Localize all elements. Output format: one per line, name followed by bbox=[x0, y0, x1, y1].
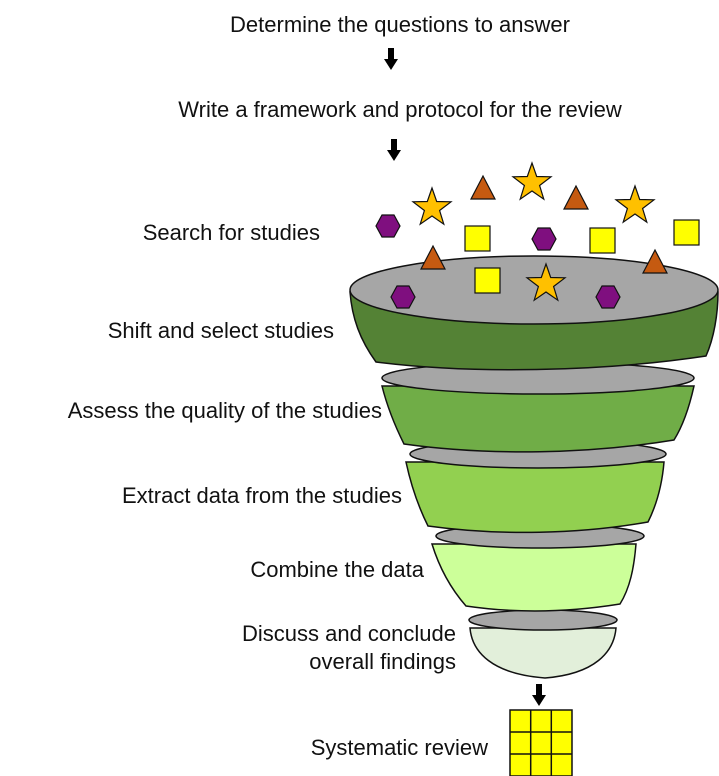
triangle-icon bbox=[642, 248, 668, 274]
star-icon bbox=[411, 186, 453, 226]
step-framework-label: Write a framework and protocol for the r… bbox=[178, 97, 622, 122]
step-discuss-label-line1: Discuss and conclude bbox=[241, 621, 456, 646]
step-combine-label: Combine the data bbox=[250, 557, 424, 582]
funnel-rim-top bbox=[349, 255, 719, 325]
step-extract-label: Extract data from the studies bbox=[121, 483, 402, 508]
hexagon-icon bbox=[375, 214, 401, 238]
square-icon bbox=[673, 219, 700, 246]
step-shift-label: Shift and select studies bbox=[107, 318, 334, 343]
step-discuss-label-line2: overall findings bbox=[309, 649, 456, 674]
hexagon-icon bbox=[531, 227, 557, 251]
triangle-icon bbox=[563, 184, 589, 210]
step-assess-label: Assess the quality of the studies bbox=[67, 398, 382, 423]
square-icon bbox=[464, 225, 491, 252]
star-icon bbox=[511, 161, 553, 201]
triangle-icon bbox=[470, 174, 496, 200]
funnel-band-combine bbox=[430, 543, 637, 612]
step-search-label: Search for studies bbox=[142, 220, 320, 245]
funnel-band-extract bbox=[405, 461, 665, 534]
arrow-down-icon bbox=[384, 48, 398, 70]
arrow-down-icon bbox=[387, 139, 401, 161]
hexagon-icon bbox=[390, 285, 416, 309]
hexagon-icon bbox=[595, 285, 621, 309]
result-label: Systematic review bbox=[310, 735, 488, 760]
square-icon bbox=[589, 227, 616, 254]
arrow-down-icon bbox=[532, 684, 546, 706]
funnel-icon bbox=[349, 255, 719, 679]
funnel-rim-discuss bbox=[468, 609, 618, 631]
star-icon bbox=[614, 184, 656, 224]
funnel-band-discuss bbox=[469, 627, 617, 679]
funnel-band-assess bbox=[381, 385, 695, 453]
square-icon bbox=[474, 267, 501, 294]
step-determine-label: Determine the questions to answer bbox=[230, 12, 570, 37]
grid-icon bbox=[509, 709, 573, 776]
triangle-icon bbox=[420, 244, 446, 270]
star-icon bbox=[525, 262, 567, 302]
